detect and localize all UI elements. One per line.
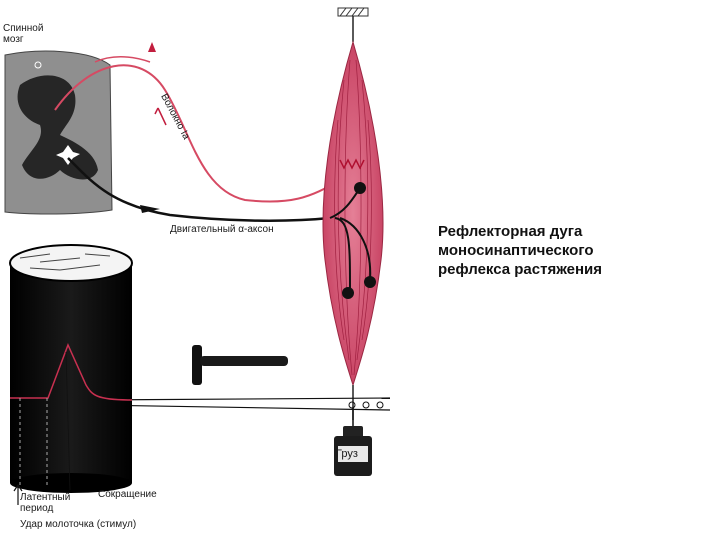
contraction-pointer [65,351,71,491]
contraction-trace [10,343,133,401]
reflex-hammer-icon [192,345,288,385]
sensory-direction-arrow-icon [154,107,167,126]
muscle-belly [322,40,384,387]
spinal-cord-section [4,50,113,215]
stimulus-arrow-icon [13,483,23,505]
muscle-spindle [339,158,365,170]
motor-axon-label: Двигательный α-аксон [170,224,274,235]
dorsal-root-marker [34,61,42,69]
muscle [322,40,384,420]
contraction-label: Сокращение [98,489,157,500]
lever [94,397,391,411]
weight [334,408,372,476]
caption-line-1: Рефлекторная дуга [438,223,583,240]
diagram-caption: Рефлекторная дуга моносинаптического реф… [438,222,698,279]
caption-line-2: моносинаптического [438,242,594,259]
ceiling-anchor [337,7,369,42]
central-canal-icon [56,145,80,165]
motor-axon-arrow-icon [140,205,160,213]
hammer-strike-label: Удар молоточка (стимул) [20,519,137,530]
caption-line-3: рефлекса растяжения [438,261,603,278]
endplate-2 [342,287,354,299]
sensory-fiber-ia [54,64,341,203]
sensory-arrow-icon [148,42,156,52]
weight-label: Груз [336,448,358,460]
sensory-fiber-top-branch [94,56,151,63]
kymograph-drum [9,244,133,493]
endplate-3 [364,276,376,288]
endplate-1 [354,182,366,194]
latent-period-label: Латентный период [20,492,71,514]
spinal-cord-label: Спинной мозг [3,23,44,45]
